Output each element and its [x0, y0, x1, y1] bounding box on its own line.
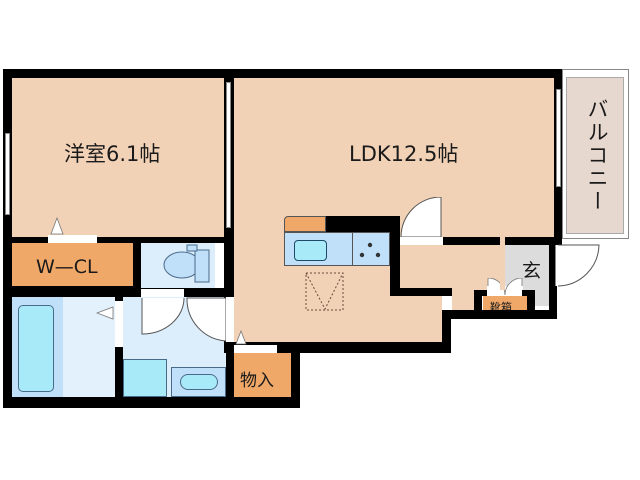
storage-door-opening [234, 345, 277, 353]
closet-door-opening [48, 235, 97, 243]
washing-machine-icon [123, 359, 167, 397]
kitchen-counter-top [284, 216, 326, 232]
walk-in-closet [12, 243, 133, 286]
wall [500, 237, 505, 290]
kitchen-sink-icon [294, 240, 327, 261]
toilet-fixture-icon [163, 244, 210, 283]
refrigerator-space-icon [305, 272, 344, 311]
wall [390, 288, 452, 296]
wall [226, 297, 234, 397]
balcony-label: バルコニー [585, 98, 609, 213]
window [5, 133, 10, 215]
wall [3, 69, 562, 78]
wall [3, 397, 300, 408]
walk-in-closet-label: W—CL [36, 256, 98, 278]
hallway-lower [452, 290, 474, 310]
wall [3, 237, 234, 243]
wall [390, 216, 400, 296]
wall [141, 288, 234, 297]
door-arrow-icon [235, 330, 247, 345]
western-room [12, 78, 224, 237]
washroom-door-icon [141, 297, 227, 342]
wall [442, 310, 554, 319]
hallway [400, 244, 504, 290]
door-arrow-icon [96, 306, 114, 320]
stove-burner-icon [359, 242, 381, 258]
entrance-label: 玄 [522, 260, 542, 282]
wall [522, 290, 535, 296]
washbasin-icon [180, 374, 218, 390]
washroom-opening [226, 297, 234, 342]
wall [115, 297, 123, 397]
door-arrow-icon [50, 217, 64, 235]
bathtub-icon [18, 305, 54, 392]
wall [326, 216, 400, 232]
entrance-door-icon [557, 244, 600, 287]
wall [474, 290, 487, 296]
balcony [566, 77, 624, 234]
ldk-room-lower-right [392, 294, 442, 342]
wall [3, 286, 141, 297]
toilet-door-opening [141, 289, 184, 297]
storage-label: 物入 [240, 371, 274, 391]
counter-divider [352, 232, 353, 266]
wall [291, 342, 300, 408]
wall [527, 290, 535, 319]
western-room-label: 洋室6.1帖 [64, 142, 161, 166]
wall [226, 342, 451, 353]
bathroom-door-opening [115, 301, 123, 347]
wall [549, 237, 557, 319]
entrance-door-opening [555, 245, 563, 286]
storage-closet [234, 353, 291, 399]
wall [133, 237, 141, 297]
ldk-room [234, 78, 554, 237]
wall [442, 310, 451, 353]
ldk-label: LDK12.5帖 [349, 142, 459, 166]
wall [474, 290, 482, 319]
shoe-cabinet-door-icon [487, 278, 523, 296]
ldk-door-icon [400, 197, 443, 245]
wall [392, 237, 557, 245]
window [226, 82, 231, 228]
window [556, 89, 561, 187]
